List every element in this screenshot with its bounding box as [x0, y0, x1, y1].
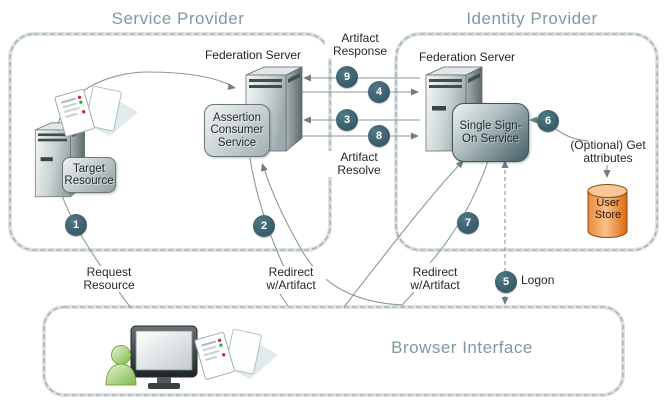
- step-circle-3: 3: [336, 109, 358, 131]
- monitor-icon: [130, 325, 198, 389]
- idp-federation-server-label: Federation Server: [418, 50, 516, 64]
- target-resource-label: Target Resource: [64, 162, 114, 188]
- browser-to-acs-line: [263, 167, 405, 306]
- step-circle-1: 1: [65, 214, 87, 236]
- step-circle-9: 9: [336, 66, 358, 88]
- assertion-consumer-service-label: Assertion Consumer Service: [210, 111, 264, 149]
- step-circle-7: 7: [457, 212, 479, 234]
- logon-label: Logon: [521, 273, 555, 287]
- artifact-resolve-label: Artifact Resolve: [324, 151, 394, 177]
- redirect-w-artifact-sp-label: Redirect w/Artifact: [256, 266, 326, 292]
- browser-interface-label: Browser Interface: [391, 338, 533, 357]
- user-store-label: User Store: [594, 197, 622, 221]
- step-circle-2: 2: [253, 215, 275, 237]
- get-attributes-label: (Optional) Get attributes: [570, 138, 646, 165]
- person-icon: [105, 345, 137, 386]
- artifact-response-label: Artifact Response: [325, 32, 395, 58]
- step-circle-4: 4: [368, 81, 390, 103]
- redirect-sp-line: [249, 157, 285, 268]
- service-provider-title: Service Provider: [111, 9, 245, 28]
- target-resource-node: Target Resource: [62, 157, 116, 193]
- single-sign-on-service-node: Single Sign-On Service: [452, 103, 529, 162]
- get-attributes-curve: [555, 128, 590, 142]
- step-circle-8: 8: [368, 125, 390, 147]
- flow-lines: [57, 71, 608, 309]
- single-sign-on-service-label: Single Sign-On Service: [459, 120, 522, 145]
- sp-federation-server-label: Federation Server: [204, 48, 302, 62]
- step-circle-6: 6: [537, 110, 559, 132]
- identity-provider-title: Identity Provider: [466, 9, 598, 28]
- request-resource-line: [59, 189, 132, 309]
- browser-to-sso-line: [343, 162, 462, 308]
- arrowheads: [227, 74, 611, 305]
- user-store-icon: [587, 184, 628, 238]
- redirect-w-artifact-idp-label: Redirect w/Artifact: [400, 266, 470, 292]
- step-circle-5: 5: [495, 271, 517, 293]
- request-resource-label: Request Resource: [74, 266, 144, 292]
- assertion-consumer-service-node: Assertion Consumer Service: [204, 104, 270, 157]
